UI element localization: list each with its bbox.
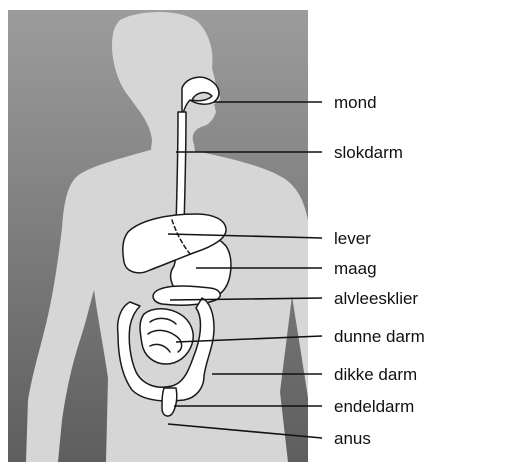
label-mond: mond <box>334 93 377 112</box>
oesophagus-shape <box>176 112 186 226</box>
label-maag: maag <box>334 259 377 278</box>
label-slokdarm: slokdarm <box>334 143 403 162</box>
pancreas-shape <box>153 286 220 305</box>
label-endeldarm: endeldarm <box>334 397 414 416</box>
label-dikke-darm: dikke darm <box>334 365 417 384</box>
label-anus: anus <box>334 429 371 448</box>
small-intestine-shape <box>140 309 193 364</box>
label-lever: lever <box>334 229 371 248</box>
label-alvleesklier: alvleesklier <box>334 289 418 308</box>
label-dunne-darm: dunne darm <box>334 327 425 346</box>
